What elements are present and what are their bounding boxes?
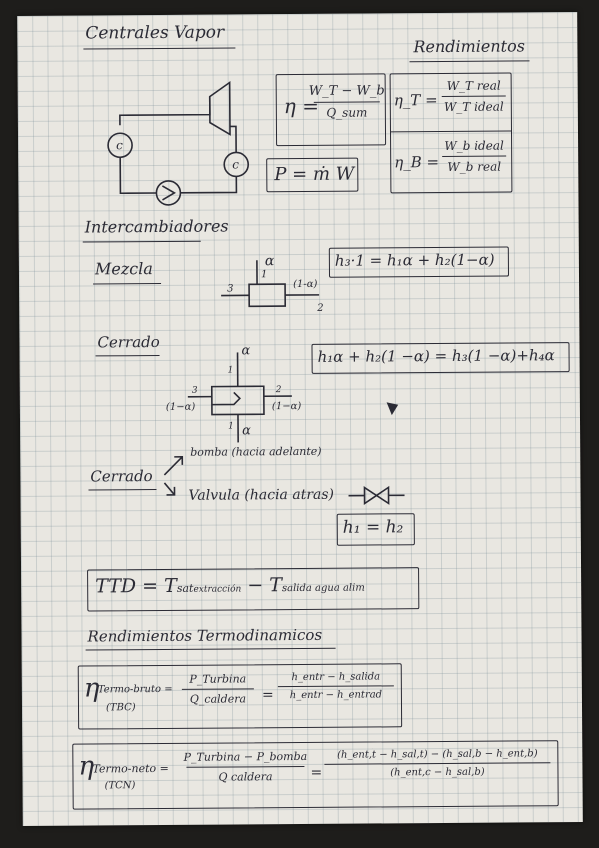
net-equals: = — [310, 764, 323, 781]
eta-pump-denominator: W_b real — [447, 159, 502, 174]
eta-pump-numerator: W_b ideal — [444, 138, 504, 153]
ttd-sat: sat — [176, 581, 194, 595]
closed-in3: 3 — [191, 385, 198, 396]
mixing-chamber-diagram — [221, 260, 320, 308]
closed-out2-frac: (1−α) — [271, 400, 302, 413]
ttd-extraction: extracción — [193, 584, 242, 595]
net-num2: (h_ent,t − h_sal,t) − (h_sal,b − h_ent,b… — [337, 748, 538, 761]
eta-denominator: Q_sum — [326, 105, 368, 120]
turbine-symbol — [208, 80, 231, 136]
title-cerrado: Cerrado — [97, 332, 160, 352]
ttd-formula: TTD = Tsatextracción − Tsalida agua alim — [95, 574, 365, 598]
title-cerrado-2-underline — [88, 489, 157, 491]
closed-one-bottom: 1 — [228, 421, 234, 432]
mix-in1: 1 — [260, 269, 268, 281]
ttd-exit: salida agua alim — [281, 582, 365, 595]
title-centrales-vapor: Centrales Vapor — [85, 22, 225, 44]
title-underline — [83, 47, 236, 50]
mix-out2: 2 — [317, 302, 324, 314]
eta-numerator: W_T − W_b — [308, 83, 385, 99]
net-fraction-2: (h_ent,t − h_sal,t) − (h_sal,b − h_ent,b… — [324, 748, 551, 779]
valve-formula: h₁ = h₂ — [342, 517, 404, 538]
title-rendimientos: Rendimientos — [413, 36, 525, 57]
valve-option: Valvula (hacia atras) — [188, 486, 335, 504]
net-den1: Q caldera — [218, 770, 273, 784]
ttd-minus: − T — [241, 574, 283, 597]
eta-pump-symbol: η_B = — [394, 153, 440, 172]
net-abbr: (TCN) — [104, 780, 136, 792]
title-mezcla-underline — [93, 282, 162, 285]
closed-exchanger-diagram — [187, 352, 292, 443]
gross-num2: h_entr − h_salida — [291, 671, 381, 684]
eta-turbine-fraction: W_T real W_T ideal — [441, 78, 506, 114]
net-den2: (h_ent,c − h_sal,b) — [390, 766, 485, 779]
gross-den1: Q_caldera — [189, 692, 247, 706]
mix-out-frac: (1-α) — [293, 278, 318, 291]
gross-den2: h_entr − h_entrad — [289, 689, 383, 702]
closed-formula: h₁α + h₂(1 −α) = h₃(1 −α)+h₄α — [317, 346, 555, 366]
eta-fraction: W_T − W_b Q_sum — [309, 83, 385, 120]
gross-fraction-2: h_entr − h_salida h_entr − h_entrad — [277, 671, 394, 702]
net-num1: P_Turbina − P_bomba — [183, 749, 308, 764]
rankine-cycle-diagram — [107, 80, 250, 206]
gross-lhs-label: Termo-bruto = — [97, 683, 173, 696]
title-mezcla: Mezcla — [94, 259, 153, 279]
mix-alpha: α — [264, 253, 275, 270]
title-cerrado-underline — [95, 354, 160, 357]
power-formula: P = ṁ W — [274, 163, 355, 186]
eta-turbine-numerator: W_T real — [446, 78, 501, 93]
boiler-label: c — [232, 157, 240, 172]
pump-option: bomba (hacia adelante) — [190, 444, 322, 459]
eta-turbine-denominator: W_T ideal — [443, 99, 504, 114]
eta-turbine-symbol: η_T = — [393, 91, 438, 110]
title-thermo-underline — [85, 647, 336, 651]
ttd-main: TTD = T — [95, 574, 177, 598]
closed-alpha-top: α — [241, 343, 251, 359]
title-rendimientos-termodinamicos: Rendimientos Termodinamicos — [87, 625, 323, 646]
mix-in3: 3 — [227, 283, 234, 295]
condenser-label: c — [116, 138, 123, 153]
closed-in3-frac: (1−α) — [165, 401, 196, 413]
gross-fraction-1: P_Turbina Q_caldera — [181, 672, 254, 706]
title-intercambiadores-underline — [82, 240, 201, 243]
gross-abbr: (TBC) — [105, 702, 136, 714]
mix-formula: h₃·1 = h₁α + h₂(1−α) — [334, 250, 495, 270]
title-intercambiadores: Intercambiadores — [84, 216, 229, 237]
notebook-page: Centrales Vapor Rendimientos c c η = W_T… — [17, 12, 583, 826]
net-lhs-label: Termo-neto = — [92, 761, 169, 776]
closed-alpha-bottom: α — [242, 423, 251, 439]
gross-num1: P_Turbina — [189, 672, 247, 686]
net-fraction-1: P_Turbina − P_bomba Q caldera — [184, 750, 308, 784]
closed-one-top: 1 — [227, 365, 234, 376]
branch-arrows — [163, 456, 184, 496]
gross-equals: = — [261, 687, 274, 704]
pen-mark — [386, 402, 399, 416]
closed-out2: 2 — [275, 385, 282, 396]
valve-icon — [348, 485, 405, 506]
title-cerrado-2: Cerrado — [90, 467, 153, 486]
title-rendimientos-underline — [409, 60, 530, 63]
eta-pump-fraction: W_b ideal W_b real — [442, 138, 507, 174]
